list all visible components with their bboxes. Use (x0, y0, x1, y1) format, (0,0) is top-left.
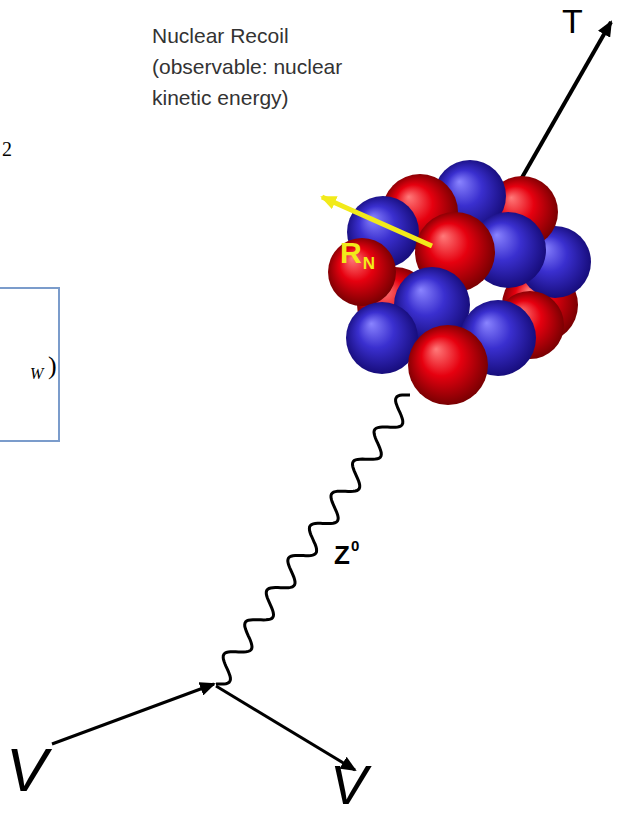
callout-note: Nuclear Recoil (observable: nuclear kine… (152, 20, 402, 113)
boson-line (216, 395, 410, 684)
nucleus (328, 160, 591, 405)
recoil-arrow (512, 22, 611, 195)
boson-charge: 0 (351, 537, 359, 554)
neutrino-in (52, 684, 214, 744)
subscript-text: W (30, 365, 43, 383)
proton-sphere (328, 238, 396, 306)
radius-symbol: R (340, 236, 362, 270)
radius-subscript: N (363, 254, 375, 274)
formula-text: ) (48, 351, 57, 381)
proton-sphere (408, 325, 488, 405)
energy-symbol: T (562, 2, 583, 41)
neutron-sphere (346, 302, 418, 374)
radius-arrow (322, 197, 432, 246)
neutrino-symbol: V (6, 735, 47, 805)
formula-box: W) (0, 287, 60, 442)
superscript: 2 (2, 138, 12, 161)
neutrino-symbol: V (330, 754, 367, 816)
boson-symbol: Z (334, 540, 350, 571)
